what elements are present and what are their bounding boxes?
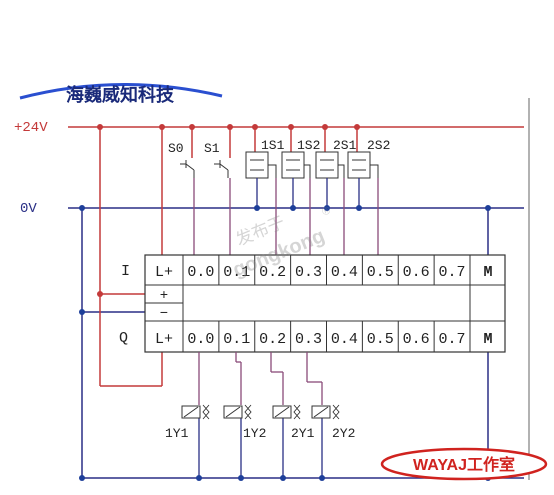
zero-label: 0V: [20, 201, 37, 217]
plc-q-channel-0-4: 0.4: [331, 331, 358, 348]
s1-switch-symbol: [214, 160, 229, 178]
plc-plus-terminal: +: [160, 288, 168, 304]
coil-1y2: [223, 404, 252, 420]
coil-1y1-diag: [183, 406, 199, 418]
plc-q-channel-0-0: 0.0: [187, 331, 214, 348]
coil-2y1-diag: [274, 406, 290, 418]
sensor-label-1s1: 1S1: [261, 138, 285, 153]
coil-1y1-valve: [202, 404, 210, 420]
left-supply-wiring: [81, 127, 163, 478]
plc-row-i-label: I: [121, 263, 130, 280]
junction-node: [290, 205, 296, 211]
plc-channel-cells: 0.0 0.0 0.1 0.1 0.2 0.2 0.3 0.3 0.4 0.4 0.5 0.5 0.6 0…: [187, 255, 466, 352]
sensor-1s1-symbol: [250, 159, 277, 178]
sensor-label-2s2: 2S2: [367, 138, 390, 153]
sensor-2s2-box: [347, 151, 371, 179]
junction-node: [97, 291, 103, 297]
plus24-label: +24V: [14, 120, 48, 136]
junction-node: [196, 475, 202, 481]
stamp-oval: [380, 447, 548, 481]
plc-i-channel-0-2: 0.2: [259, 264, 286, 281]
sensor-2s1-box: [315, 151, 339, 179]
plc-i-channel-0-0: 0.0: [187, 264, 214, 281]
coil-2y2-valve: [332, 404, 340, 420]
coil-2y2-diag: [313, 406, 329, 418]
coil-label-1y2: 1Y2: [243, 426, 266, 441]
junction-node: [319, 475, 325, 481]
plc-q-channel-0-1: 0.1: [223, 331, 250, 348]
plc-q-channel-0-3: 0.3: [295, 331, 322, 348]
junction-node: [485, 205, 491, 211]
sensor-label-1s2: 1S2: [297, 138, 320, 153]
plc-row-q-label: Q: [119, 330, 128, 347]
plc-i-channel-0-7: 0.7: [439, 264, 466, 281]
sensor-1s2-box: [281, 151, 305, 179]
plc-minus-terminal: −: [160, 306, 168, 322]
junction-node: [354, 124, 360, 130]
coil-2y2: [311, 404, 340, 420]
junction-node: [97, 124, 103, 130]
junction-node: [324, 205, 330, 211]
plc-module: I Q L+ + − L+ M M 0.00.00.10.10.20.20.30…: [119, 254, 506, 353]
plc-i-m: M: [483, 264, 492, 281]
watermark-mark: ®: [320, 204, 332, 218]
sensor-2s1-symbol: [320, 159, 345, 178]
coil-2y1-valve: [293, 404, 301, 420]
input-switches: S0 S1: [168, 127, 231, 255]
studio-stamp: WAYAJ工作室: [380, 447, 548, 481]
junction-node: [238, 475, 244, 481]
junction-node: [79, 475, 85, 481]
junction-node: [159, 124, 165, 130]
coil-1y2-diag: [225, 406, 241, 418]
coil-1y1: [181, 404, 210, 420]
brand-logo: 海巍威知科技: [19, 82, 223, 105]
sensor-1s2-symbol: [286, 159, 311, 178]
junction-node: [322, 124, 328, 130]
junction-node: [254, 205, 260, 211]
plc-q-channel-0-7: 0.7: [439, 331, 466, 348]
coil-label-2y2: 2Y2: [332, 426, 355, 441]
junction-node: [356, 205, 362, 211]
sensor-2s2-symbol: [352, 159, 379, 178]
plc-i-channel-0-5: 0.5: [367, 264, 394, 281]
plc-q-m: M: [483, 331, 492, 348]
coil-label-1y1: 1Y1: [165, 426, 189, 441]
sensor-1s1-box: [245, 151, 269, 179]
plc-i-lplus: L+: [155, 264, 173, 281]
junction-node: [227, 124, 233, 130]
power-rails: +24V 0V: [14, 120, 524, 217]
plc-q-channel-0-5: 0.5: [367, 331, 394, 348]
junction-node: [189, 124, 195, 130]
junction-node: [79, 205, 85, 211]
junction-node: [79, 309, 85, 315]
s1-label: S1: [204, 141, 220, 156]
coil-2y1: [272, 404, 301, 420]
logo-text: 海巍威知科技: [66, 84, 175, 105]
s0-switch-symbol: [180, 160, 195, 178]
coil-1y2-valve: [244, 404, 252, 420]
sensor-label-2s1: 2S1: [333, 138, 357, 153]
junction-node: [280, 475, 286, 481]
s0-label: S0: [168, 141, 184, 156]
plc-q-channel-0-6: 0.6: [403, 331, 430, 348]
junction-node: [288, 124, 294, 130]
junction-node: [252, 124, 258, 130]
solenoid-coils: 1Y1 1Y2 2Y1 2Y2: [165, 404, 355, 441]
plc-i-channel-0-4: 0.4: [331, 264, 358, 281]
plc-q-channel-0-2: 0.2: [259, 331, 286, 348]
logo-arc: [19, 82, 223, 100]
plc-q-lplus: L+: [155, 331, 173, 348]
plc-i-channel-0-3: 0.3: [295, 264, 322, 281]
coil-label-2y1: 2Y1: [291, 426, 315, 441]
plc-i-channel-0-1: 0.1: [223, 264, 250, 281]
sensors: 1S1 1S2 2S1 2S2: [245, 127, 390, 255]
stamp-text: WAYAJ工作室: [413, 455, 515, 474]
plc-body: [144, 254, 506, 353]
plc-i-channel-0-6: 0.6: [403, 264, 430, 281]
